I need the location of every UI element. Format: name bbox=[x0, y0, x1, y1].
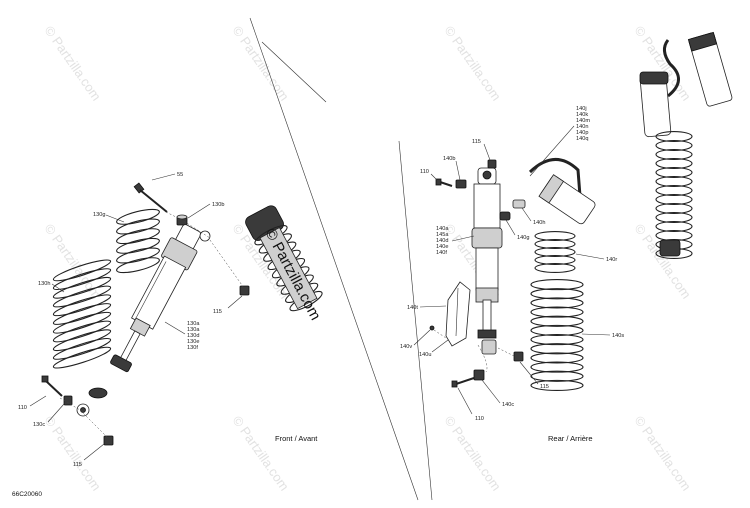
rear-upper-spring-140r bbox=[534, 231, 576, 273]
callout-130c: 130c bbox=[33, 422, 45, 428]
callout-110-rear-upper: 110 bbox=[420, 169, 429, 175]
watermark-text: © Partzilla.com bbox=[632, 413, 695, 493]
callout-115-front-lower: 115 bbox=[73, 462, 82, 468]
callout-140r: 140r bbox=[606, 257, 617, 263]
rear-fitting-140h bbox=[512, 199, 526, 209]
watermark-text: © Partzilla.com bbox=[42, 413, 105, 493]
watermark-text: © Partzilla.com bbox=[230, 23, 293, 103]
front-main-spring-130h bbox=[52, 259, 112, 369]
callout-130-group-2: 130d bbox=[187, 333, 199, 339]
callout-140-top-5: 140q bbox=[576, 136, 588, 142]
callout-140b: 140b bbox=[443, 156, 455, 162]
callout-55: 55 bbox=[177, 172, 183, 178]
rear-reservoir bbox=[528, 158, 596, 225]
rear-caption: Rear / Arrière bbox=[548, 434, 593, 443]
callout-110-rear-lower: 110 bbox=[475, 416, 484, 422]
callout-140u: 140u bbox=[419, 352, 431, 358]
callout-140-top-1: 140k bbox=[576, 112, 588, 118]
rear-pin-140v bbox=[429, 325, 447, 339]
front-upper-spring-130g bbox=[116, 208, 160, 274]
callout-140v: 140v bbox=[400, 344, 412, 350]
watermark-text: © Partzilla.com bbox=[42, 23, 105, 103]
rear-main-spring-140s bbox=[530, 278, 584, 392]
watermark-text: © Partzilla.com bbox=[442, 23, 505, 103]
callout-140c: 140c bbox=[502, 402, 514, 408]
rear-nut-115-lower bbox=[513, 351, 524, 362]
rear-divider-line-top bbox=[261, 41, 327, 103]
callout-140-top-4: 140p bbox=[576, 130, 588, 136]
callout-140-mid-2: 140d bbox=[436, 238, 448, 244]
front-bolt-55 bbox=[133, 182, 168, 213]
callout-130h: 130h bbox=[38, 281, 50, 287]
callout-130-group-4: 130f bbox=[187, 345, 198, 351]
watermark-text: © Partzilla.com bbox=[442, 413, 505, 493]
rear-fitting-140g bbox=[499, 211, 511, 221]
callout-130g: 130g bbox=[93, 212, 105, 218]
callout-130-group-1: 130a bbox=[187, 327, 200, 333]
callout-140-mid-1: 145a bbox=[436, 232, 449, 238]
rear-bracket-140t bbox=[445, 281, 471, 347]
callout-140g: 140g bbox=[517, 235, 529, 241]
rear-bushing-140b bbox=[455, 179, 467, 189]
rear-bolt-110-upper bbox=[435, 178, 453, 187]
rear-bushing-140c bbox=[473, 369, 485, 381]
callout-140-top-2: 140m bbox=[576, 118, 590, 124]
callout-115-front-upper: 115 bbox=[213, 309, 222, 315]
callout-140t: 140t bbox=[407, 305, 418, 311]
front-nut-115-lower bbox=[103, 435, 114, 446]
drawing-code: 66C20060 bbox=[12, 491, 42, 498]
callout-115-rear-upper: 115 bbox=[472, 139, 481, 145]
callout-140-mid-0: 140a bbox=[436, 226, 449, 232]
front-bolt-110 bbox=[41, 375, 63, 397]
callout-130b: 130b bbox=[212, 202, 224, 208]
callout-110-front: 110 bbox=[18, 405, 27, 411]
front-bushing-130b bbox=[176, 214, 188, 226]
watermark-layer: © Partzilla.com © Partzilla.com © Partzill… bbox=[42, 23, 695, 493]
callout-140-top-3: 140n bbox=[576, 124, 588, 130]
rear-shock-body bbox=[471, 167, 503, 355]
callout-140-mid-4: 140f bbox=[436, 250, 447, 256]
callout-115-rear-lower: 115 bbox=[540, 384, 549, 390]
rear-divider-line bbox=[398, 140, 433, 501]
rear-shock-assembly-view bbox=[639, 31, 733, 260]
watermark-text: © Partzilla.com bbox=[632, 221, 695, 301]
callout-130-group-3: 130e bbox=[187, 339, 199, 345]
callout-140h: 140h bbox=[533, 220, 545, 226]
front-divider-line bbox=[249, 17, 419, 501]
rear-nut-115-upper bbox=[487, 159, 497, 169]
front-nut-115-upper bbox=[239, 285, 250, 296]
front-caption: Front / Avant bbox=[275, 434, 318, 443]
watermark-text: © Partzilla.com bbox=[230, 413, 293, 493]
callout-140-top-0: 140j bbox=[576, 106, 587, 112]
callout-130-group-0: 130a bbox=[187, 321, 200, 327]
rear-bolt-110-lower bbox=[451, 377, 475, 388]
front-shock-absorber bbox=[76, 224, 211, 417]
front-washer-130c bbox=[63, 395, 73, 406]
callout-140-mid-3: 140e bbox=[436, 244, 448, 250]
callout-140s: 140s bbox=[612, 333, 624, 339]
